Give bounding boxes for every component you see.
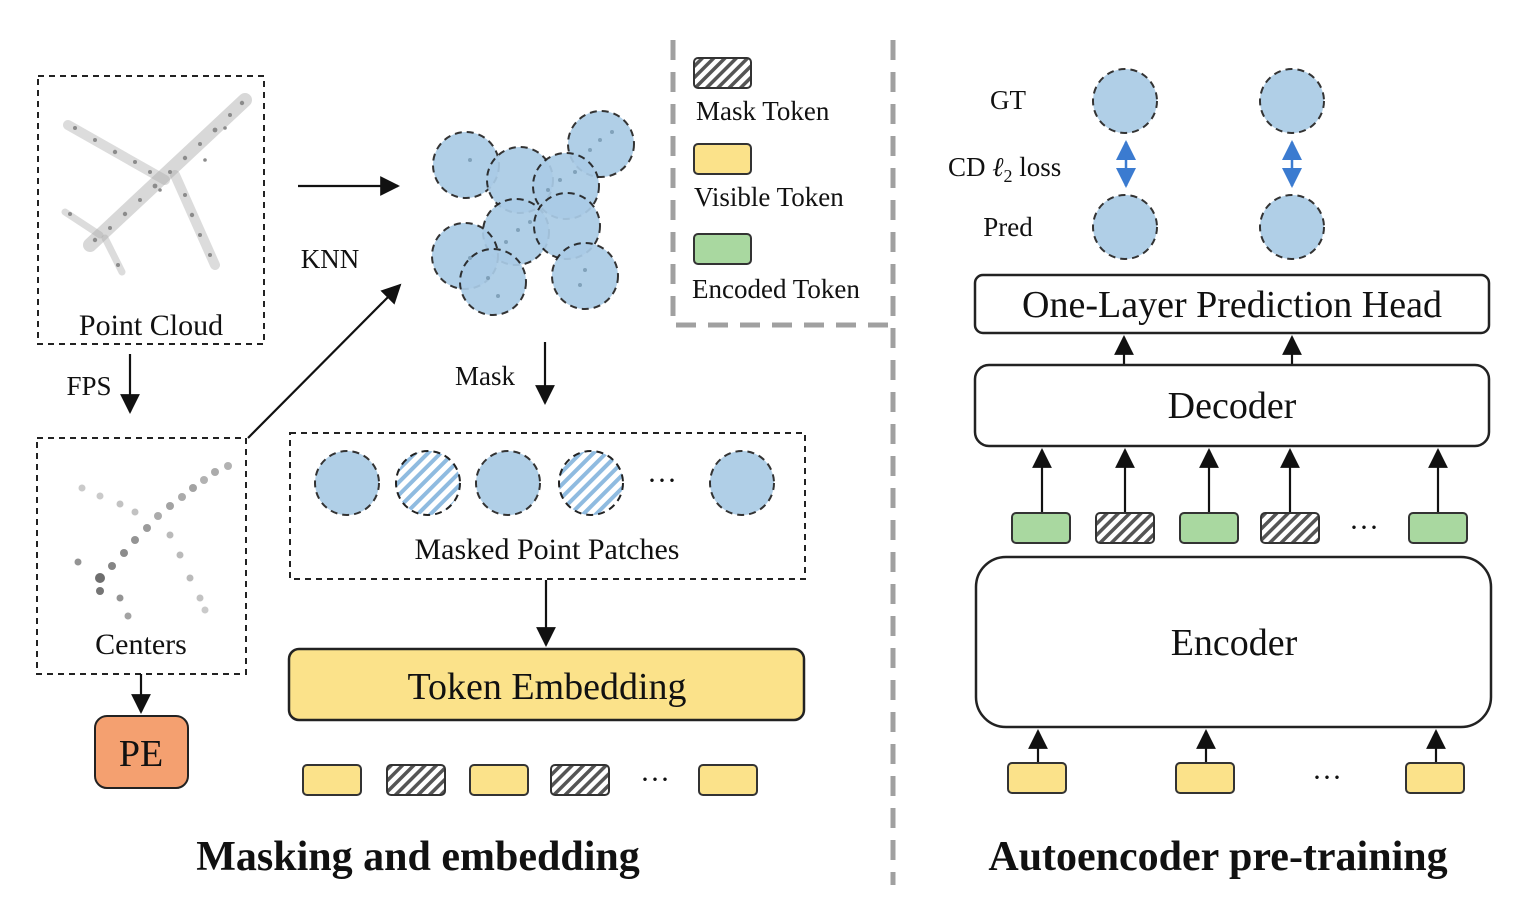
- pred-patch: [1092, 194, 1158, 260]
- encoder-box: Encoder: [974, 555, 1493, 729]
- decoder-label: Decoder: [1168, 385, 1297, 427]
- tokens-ellipsis: ···: [640, 763, 670, 796]
- visible-token: [1007, 762, 1067, 794]
- legend-visible-token-swatch: [693, 143, 752, 175]
- tokens-to-encoder-arrows: [1028, 729, 1446, 762]
- encoder-tokens-ellipsis: ···: [1312, 761, 1342, 794]
- visible-patch: [475, 450, 541, 516]
- patches-ellipsis: ···: [647, 464, 677, 497]
- masked-point-patches-box: ··· Masked Point Patches: [289, 432, 806, 580]
- mask-token: [386, 764, 446, 796]
- centers-to-patches-arrow: [247, 283, 402, 439]
- masked-point-patches-label: Masked Point Patches: [415, 533, 680, 566]
- gt-patch: [1259, 68, 1325, 134]
- legend-mask-token-label: Mask Token: [696, 96, 830, 126]
- masked-patch: [558, 450, 624, 516]
- mask-token: [1095, 512, 1155, 544]
- mask-token: [550, 764, 610, 796]
- airplane-point-cloud-icon: [61, 93, 252, 276]
- autoencoder-pretraining-title: Autoencoder pre-training: [988, 834, 1447, 880]
- legend: Mask Token Visible Token Encoded Token: [670, 40, 893, 328]
- pe-label: PE: [119, 733, 163, 775]
- encoded-token: [1011, 512, 1071, 544]
- visible-token: [1405, 762, 1465, 794]
- decoder-input-tokens: ···: [1011, 511, 1468, 544]
- point-cloud-label: Point Cloud: [79, 309, 223, 342]
- gt-patch: [1092, 68, 1158, 134]
- centers-box: Centers: [36, 437, 247, 675]
- pe-box: PE: [94, 715, 189, 789]
- prediction-head-box: One-Layer Prediction Head: [973, 273, 1491, 335]
- legend-mask-token-swatch: [693, 57, 752, 89]
- visible-token: [698, 764, 758, 796]
- centers-points-icon: [74, 462, 232, 620]
- mask-token: [1260, 512, 1320, 544]
- centers-label: Centers: [95, 628, 187, 661]
- masked-patch: [395, 450, 461, 516]
- masking-embedding-title: Masking and embedding: [196, 834, 639, 880]
- token-embedding-label: Token Embedding: [407, 666, 686, 708]
- legend-border: [670, 40, 893, 328]
- legend-encoded-token-swatch: [693, 233, 752, 265]
- gt-label: GT: [990, 85, 1026, 115]
- embedded-token-row: ···: [302, 763, 758, 796]
- knn-label: KNN: [301, 244, 360, 274]
- cd-loss-label: CD ℓ2 loss: [948, 152, 1061, 186]
- visible-token: [469, 764, 529, 796]
- prediction-head-label: One-Layer Prediction Head: [1022, 284, 1442, 326]
- fps-label: FPS: [66, 371, 111, 401]
- visible-token: [302, 764, 362, 796]
- mask-label: Mask: [455, 361, 515, 391]
- legend-visible-token-label: Visible Token: [694, 182, 844, 212]
- cluster-points-icon: [468, 130, 614, 298]
- encoder-label: Encoder: [1171, 622, 1298, 664]
- encoder-input-tokens: ···: [1007, 761, 1465, 794]
- legend-encoded-token-label: Encoded Token: [692, 274, 860, 304]
- pred-label: Pred: [983, 212, 1033, 242]
- visible-patch: [709, 450, 775, 516]
- visible-token: [1175, 762, 1235, 794]
- visible-patch: [314, 450, 380, 516]
- decoder-box: Decoder: [973, 363, 1491, 448]
- point-cloud-box: Point Cloud: [37, 75, 265, 345]
- token-embedding-box: Token Embedding: [287, 647, 806, 722]
- decoder-tokens-ellipsis: ···: [1349, 511, 1379, 544]
- tokens-to-decoder-arrows: [1032, 448, 1448, 512]
- knn-patch-cluster: [431, 110, 635, 316]
- pred-patch: [1259, 194, 1325, 260]
- encoded-token: [1408, 512, 1468, 544]
- encoded-token: [1179, 512, 1239, 544]
